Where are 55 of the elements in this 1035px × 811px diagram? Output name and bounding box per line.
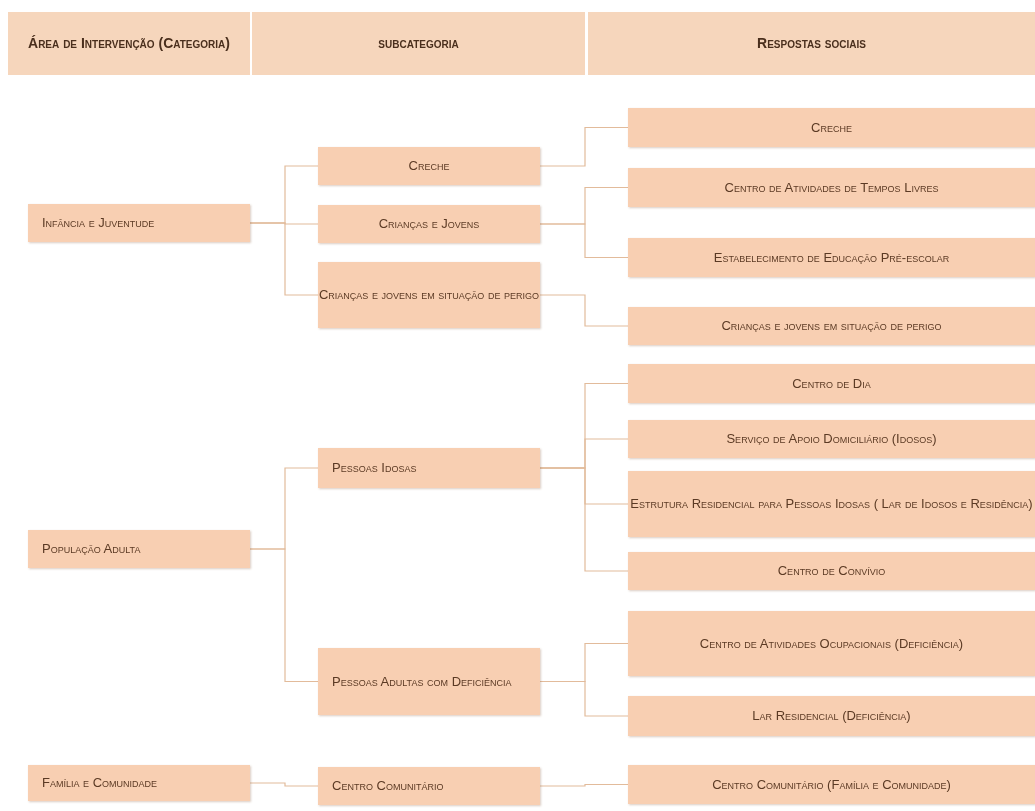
response-box [628,471,1035,537]
connector-line [539,294,629,327]
connector-line [539,467,629,572]
subcategory-box [318,448,540,488]
box-label: Pessoas Adultas com Deficiência [332,672,512,691]
subcategory-box [318,767,540,805]
subcategory-box [318,262,540,328]
box-label: Centro de Convívio [777,562,886,581]
category-box [28,765,250,801]
subcategory-box [318,147,540,185]
box-label: Centro de Dia [792,374,871,393]
header-text: Área de Intervenção (Categoria) [28,34,230,53]
response-box [628,168,1035,207]
response-box [628,420,1035,458]
box-label: Creche [408,157,450,176]
response-box [628,765,1035,804]
box-label: Centro Comunitário (Família e Comunidade) [712,775,951,794]
response-box [628,364,1035,403]
box-label: Lar Residencial (Deficiência) [752,707,911,726]
header-text: subcategoria [378,34,459,53]
box-label: Centro de Atividades de Tempos Livres [724,178,939,197]
header-text: Respostas sociais [757,34,866,53]
response-box [628,696,1035,736]
connector-line [539,126,629,167]
response-box [628,238,1035,277]
connector-line [539,680,629,717]
column-header [588,12,1035,75]
box-label: Centro de Atividades Ocupacionais (Deficiência) [699,634,964,653]
category-box [28,204,250,242]
box-label: Estrutura Residencial para Pessoas Idosas ( Lar de Idosos e Residência) [630,495,1033,514]
response-box [628,108,1035,147]
connector-line [539,783,629,787]
box-label: Creche [811,118,852,137]
connector-line [249,548,319,683]
box-label: Serviço de Apoio Domiciliário (Idosos) [726,430,937,449]
subcategory-box [318,205,540,243]
box-label: Centro Comunitário [332,777,444,796]
response-box [628,307,1035,345]
connector-line [249,222,319,296]
connector-line [539,223,629,259]
category-box [28,530,250,568]
response-box [628,611,1035,676]
column-header [252,12,585,75]
box-label: Crianças e jovens em situação de perigo [318,286,540,305]
column-header [8,12,250,75]
box-label: Pessoas Idosas [332,459,417,478]
box-label: Crianças e Jovens [378,215,480,234]
box-label: População Adulta [42,540,141,559]
response-box [628,552,1035,590]
box-label: Infância e Juventude [42,214,155,233]
connector-line [249,782,319,787]
box-label: Família e Comunidade [42,774,158,793]
subcategory-box [318,648,540,715]
box-label: Crianças e jovens em situação de perigo [721,317,942,336]
box-label: Estabelecimento de Educação Pré-escolar [713,248,950,267]
